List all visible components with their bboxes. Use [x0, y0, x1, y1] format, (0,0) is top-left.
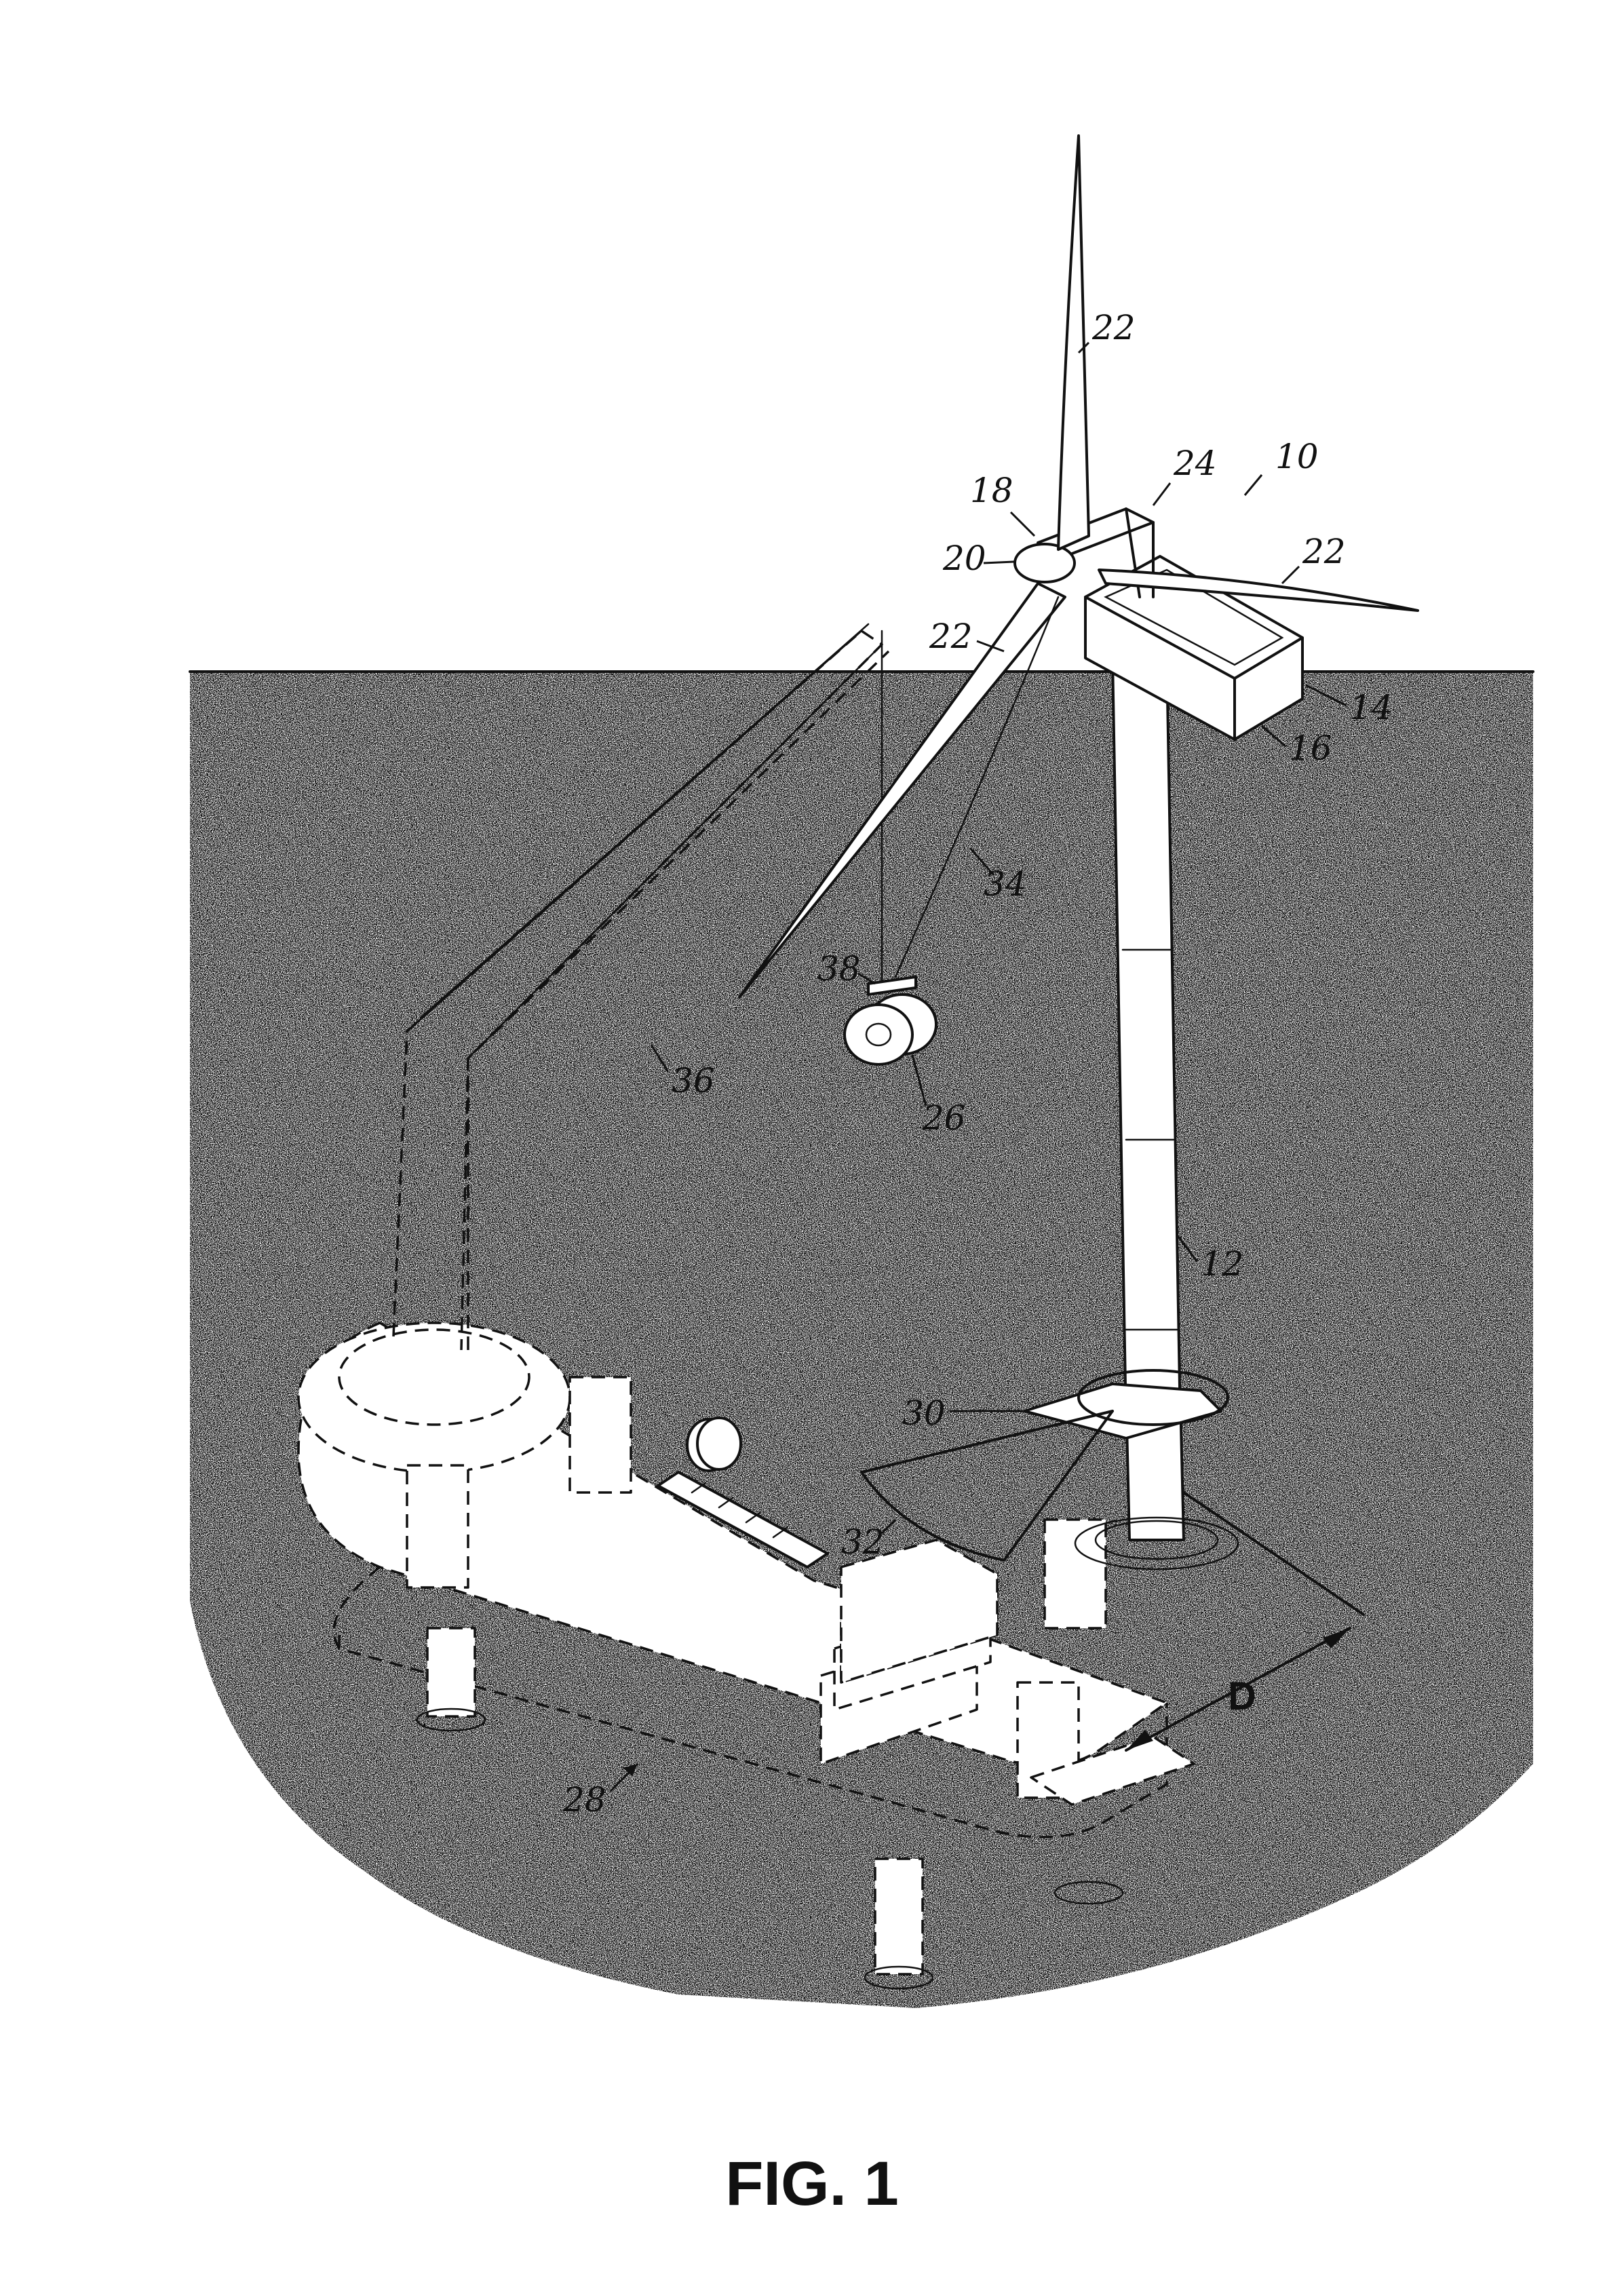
ref-rotor: 18 — [970, 471, 1013, 510]
blade-top — [1057, 134, 1090, 551]
ref-hub: 20 — [942, 539, 986, 578]
deck-cargo — [819, 1539, 1195, 1806]
figure-caption: FIG. 1 — [725, 2149, 899, 2218]
tower — [1111, 657, 1182, 1426]
ref-vessel: 28 — [562, 1780, 606, 1819]
lifting-tool — [867, 976, 917, 996]
sea-surface — [190, 672, 1533, 2008]
ref-component: 26 — [922, 1098, 966, 1138]
vessel-legs — [406, 1376, 1124, 1990]
ref-nacelle: 14 — [1350, 688, 1393, 727]
suspended-component — [843, 993, 937, 1066]
reference-labels: 10 24 18 20 22 22 22 14 16 34 38 26 36 1… — [562, 308, 1393, 1819]
work-area — [860, 1410, 1114, 1562]
ref-lifting-tool: 38 — [817, 949, 861, 988]
component-on-deck — [657, 1417, 829, 1568]
dimension-d-label: D — [1228, 1674, 1256, 1718]
hub — [1013, 543, 1076, 583]
dimension-d: D — [1125, 1491, 1365, 1752]
ref-platform: 30 — [902, 1393, 946, 1433]
ref-blade-right: 22 — [1302, 532, 1346, 571]
ref-tower: 12 — [1201, 1244, 1244, 1284]
ref-work-area: 32 — [841, 1522, 885, 1562]
ref-blade-top: 22 — [1091, 308, 1136, 347]
crane — [392, 623, 890, 1351]
ref-assembly: 10 — [1275, 437, 1319, 476]
ref-crane: 36 — [672, 1061, 715, 1100]
ref-top-frame: 24 — [1173, 444, 1217, 483]
blade-left — [738, 582, 1066, 999]
cable — [894, 596, 1060, 978]
blade-right — [1098, 568, 1419, 612]
ref-blade-left: 22 — [929, 617, 973, 656]
installation-vessel — [297, 1322, 1195, 1990]
wind-turbine: D — [738, 134, 1419, 1752]
ref-nacelle-housing: 16 — [1289, 729, 1332, 768]
